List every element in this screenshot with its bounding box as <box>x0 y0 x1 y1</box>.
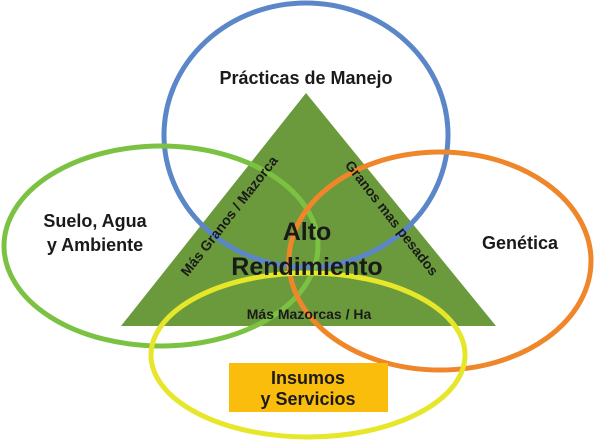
center-line1: Alto <box>283 218 332 246</box>
label-insumos-1: Insumos <box>271 368 345 388</box>
insumos-box <box>229 363 388 412</box>
circle-suelo <box>1 143 321 349</box>
label-insumos-2: y Servicios <box>260 389 355 409</box>
label-bottom: Más Mazorcas / Ha <box>247 306 372 322</box>
circle-genetica <box>286 149 594 373</box>
center-line2: Rendimiento <box>231 253 382 281</box>
circle-practicas <box>161 0 451 270</box>
label-suelo-2: y Ambiente <box>47 235 143 255</box>
label-genetica: Genética <box>482 233 559 253</box>
label-practicas: Prácticas de Manejo <box>219 68 392 88</box>
label-suelo-1: Suelo, Agua <box>43 211 147 231</box>
circle-insumos <box>148 270 468 440</box>
